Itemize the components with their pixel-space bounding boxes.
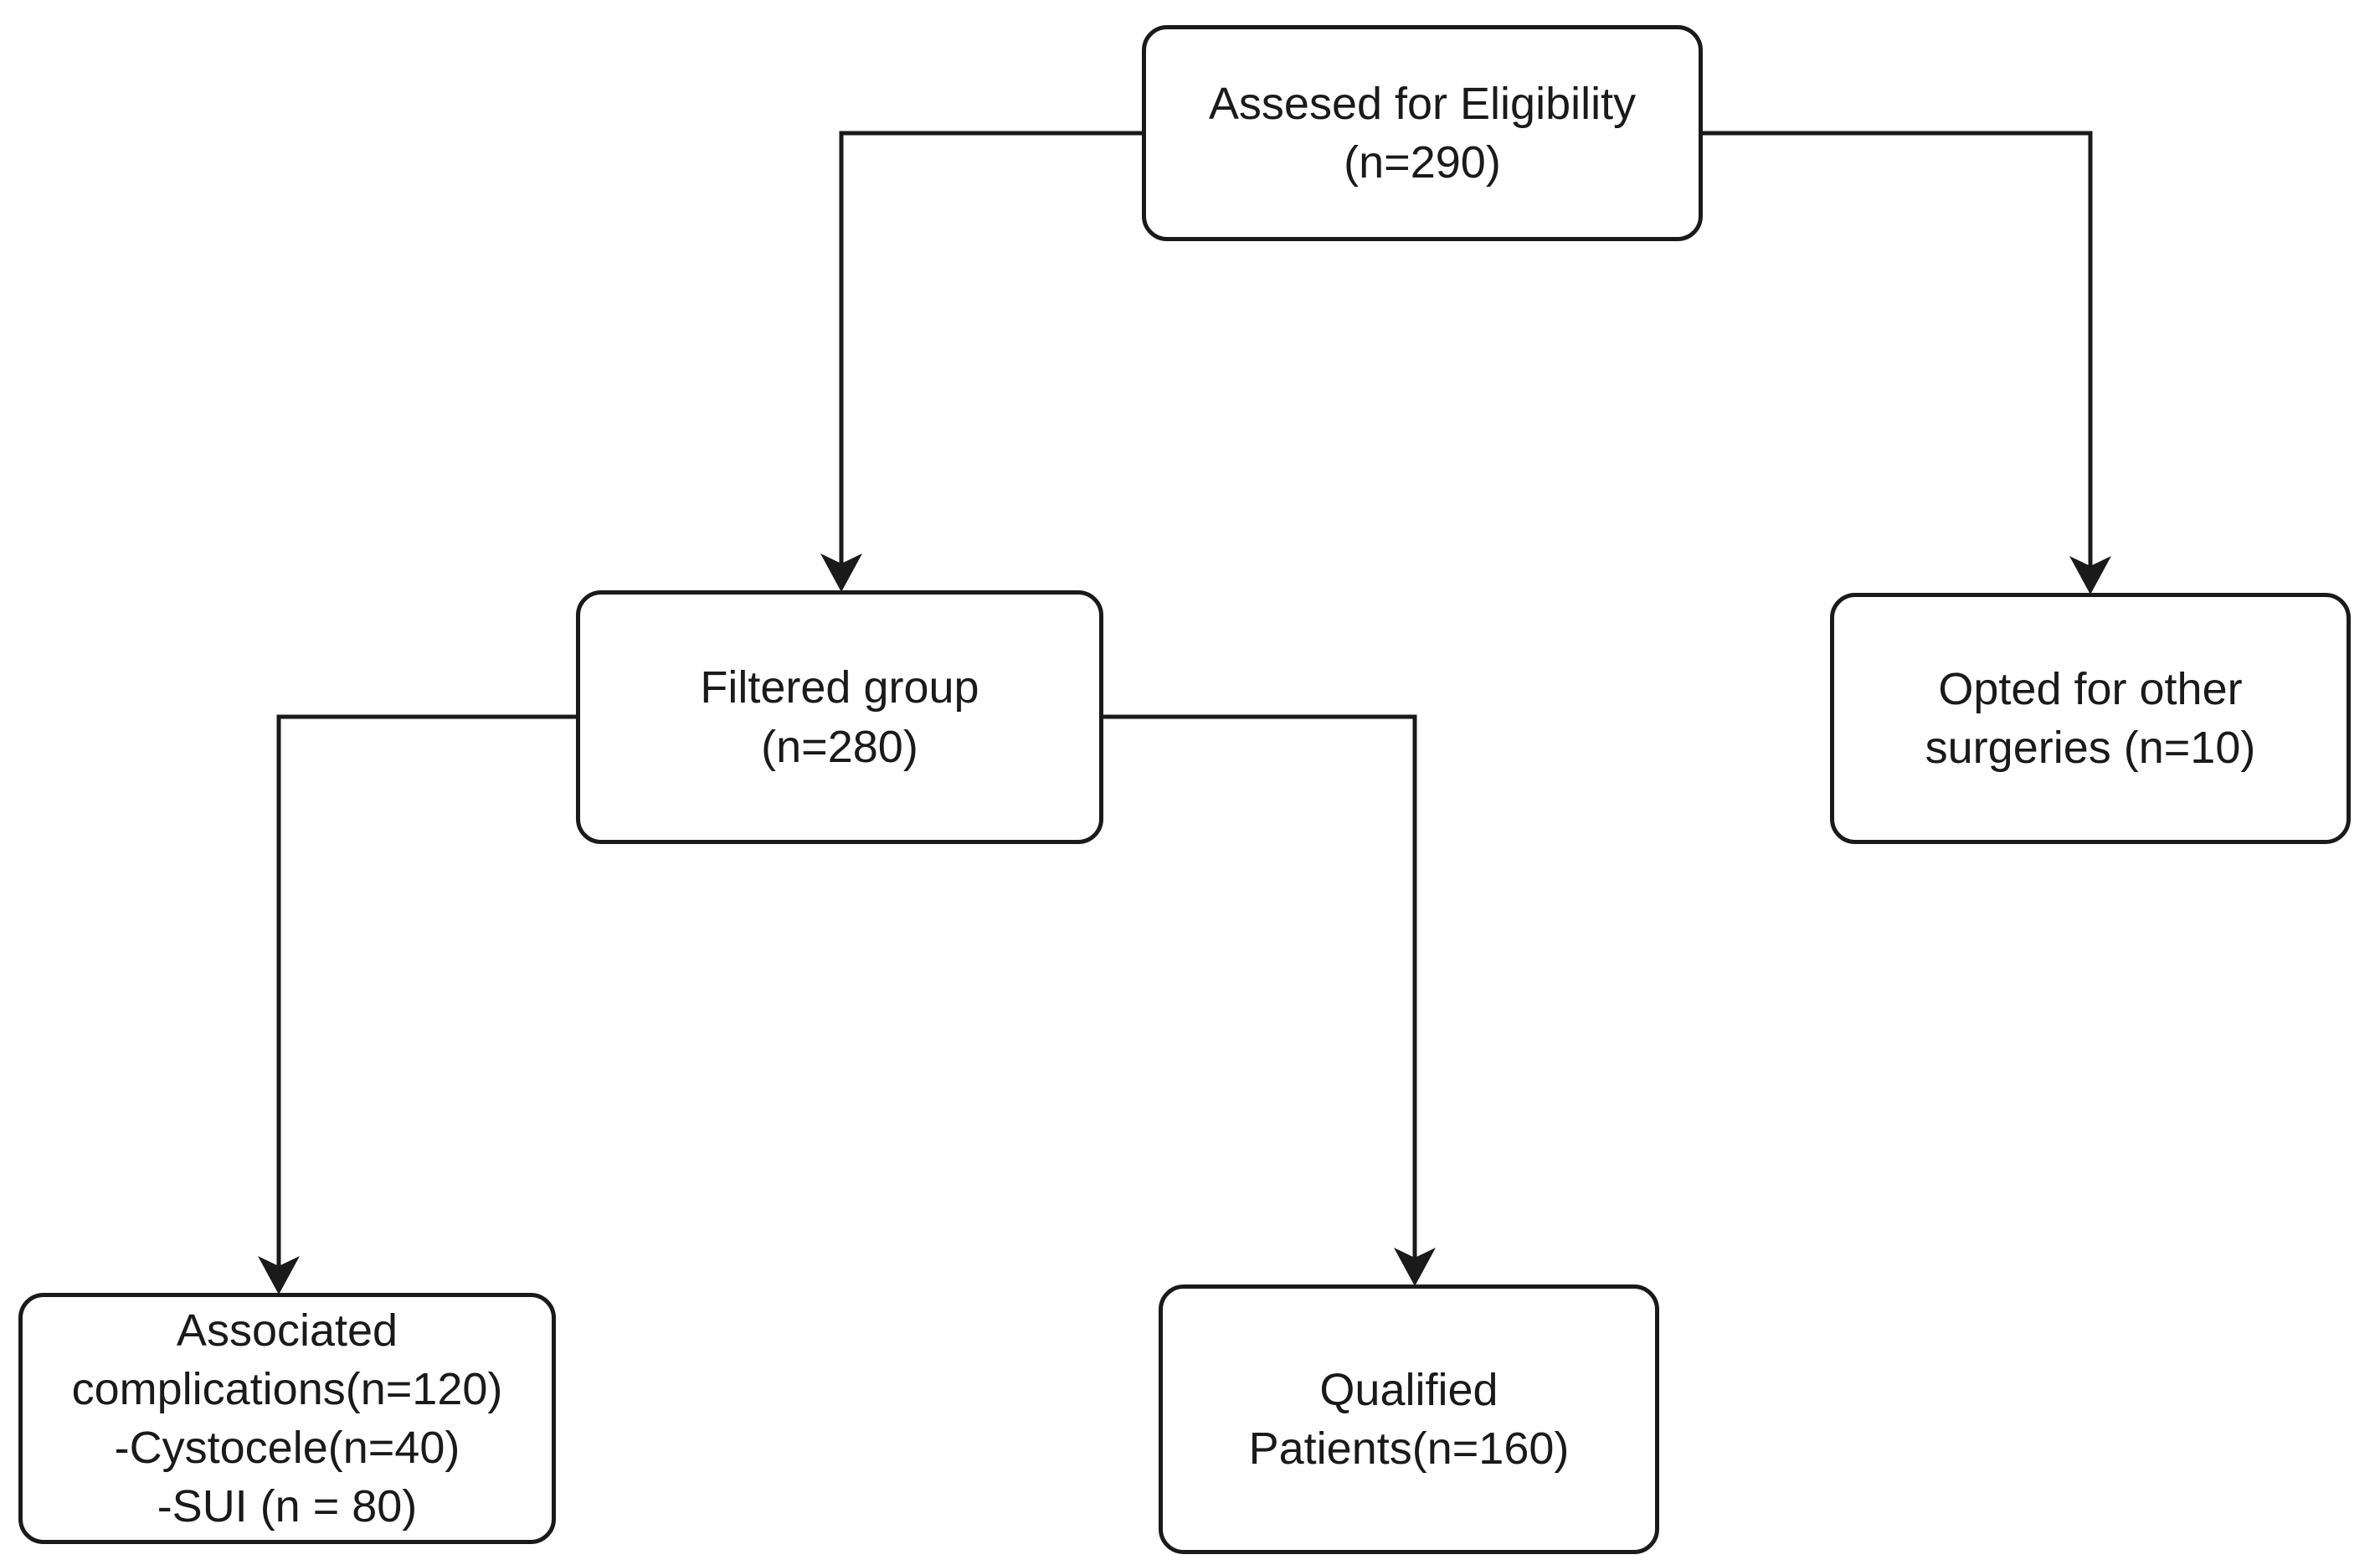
node-text-line: -Cystocele(n=40): [114, 1423, 460, 1473]
node-text-line: surgeries (n=10): [1925, 723, 2256, 773]
connector-line: [276, 714, 579, 1267]
node-text-line: (n=280): [761, 721, 918, 772]
node-label: Associated complications(n=120) -Cystoce…: [23, 1301, 552, 1537]
node-label: Qualified Patients(n=160): [1163, 1361, 1655, 1478]
node-text-line: Opted for other: [1938, 663, 2243, 714]
node-text-line: Filtered group: [700, 662, 979, 713]
node-opted-other-surgeries: Opted for other surgeries (n=10): [1830, 593, 2351, 844]
node-label: Opted for other surgeries (n=10): [1834, 660, 2347, 777]
node-text-line: Associated: [176, 1305, 398, 1356]
connector-line: [1701, 131, 2093, 567]
arrow-down-icon: [2069, 556, 2111, 595]
node-text-line: complications(n=120): [71, 1363, 503, 1414]
node-text-line: Qualified: [1319, 1364, 1498, 1415]
node-filtered-group: Filtered group (n=280): [576, 590, 1103, 844]
connector-assessed-to-filtered: [820, 131, 1144, 592]
connector-assessed-to-opted: [1701, 131, 2111, 595]
node-label: Filtered group (n=280): [580, 658, 1099, 775]
node-qualified-patients: Qualified Patients(n=160): [1159, 1284, 1659, 1554]
arrow-down-icon: [1394, 1248, 1436, 1286]
node-associated-complications: Associated complications(n=120) -Cystoce…: [18, 1293, 556, 1544]
connector-line: [1100, 714, 1417, 1259]
node-text-line: -SUI (n = 80): [157, 1481, 418, 1532]
node-assessed-for-eligibility: Assesed for Eligibility (n=290): [1142, 25, 1703, 241]
node-text-line: Patients(n=160): [1248, 1423, 1570, 1474]
connector-line: [839, 131, 1144, 564]
connector-filtered-to-associated: [258, 714, 579, 1295]
connector-filtered-to-qualified: [1100, 714, 1436, 1286]
node-text-line: (n=290): [1344, 137, 1501, 188]
node-text-line: Assesed for Eligibility: [1208, 78, 1637, 129]
arrow-down-icon: [258, 1256, 300, 1295]
node-label: Assesed for Eligibility (n=290): [1146, 75, 1699, 192]
arrow-down-icon: [820, 553, 862, 592]
